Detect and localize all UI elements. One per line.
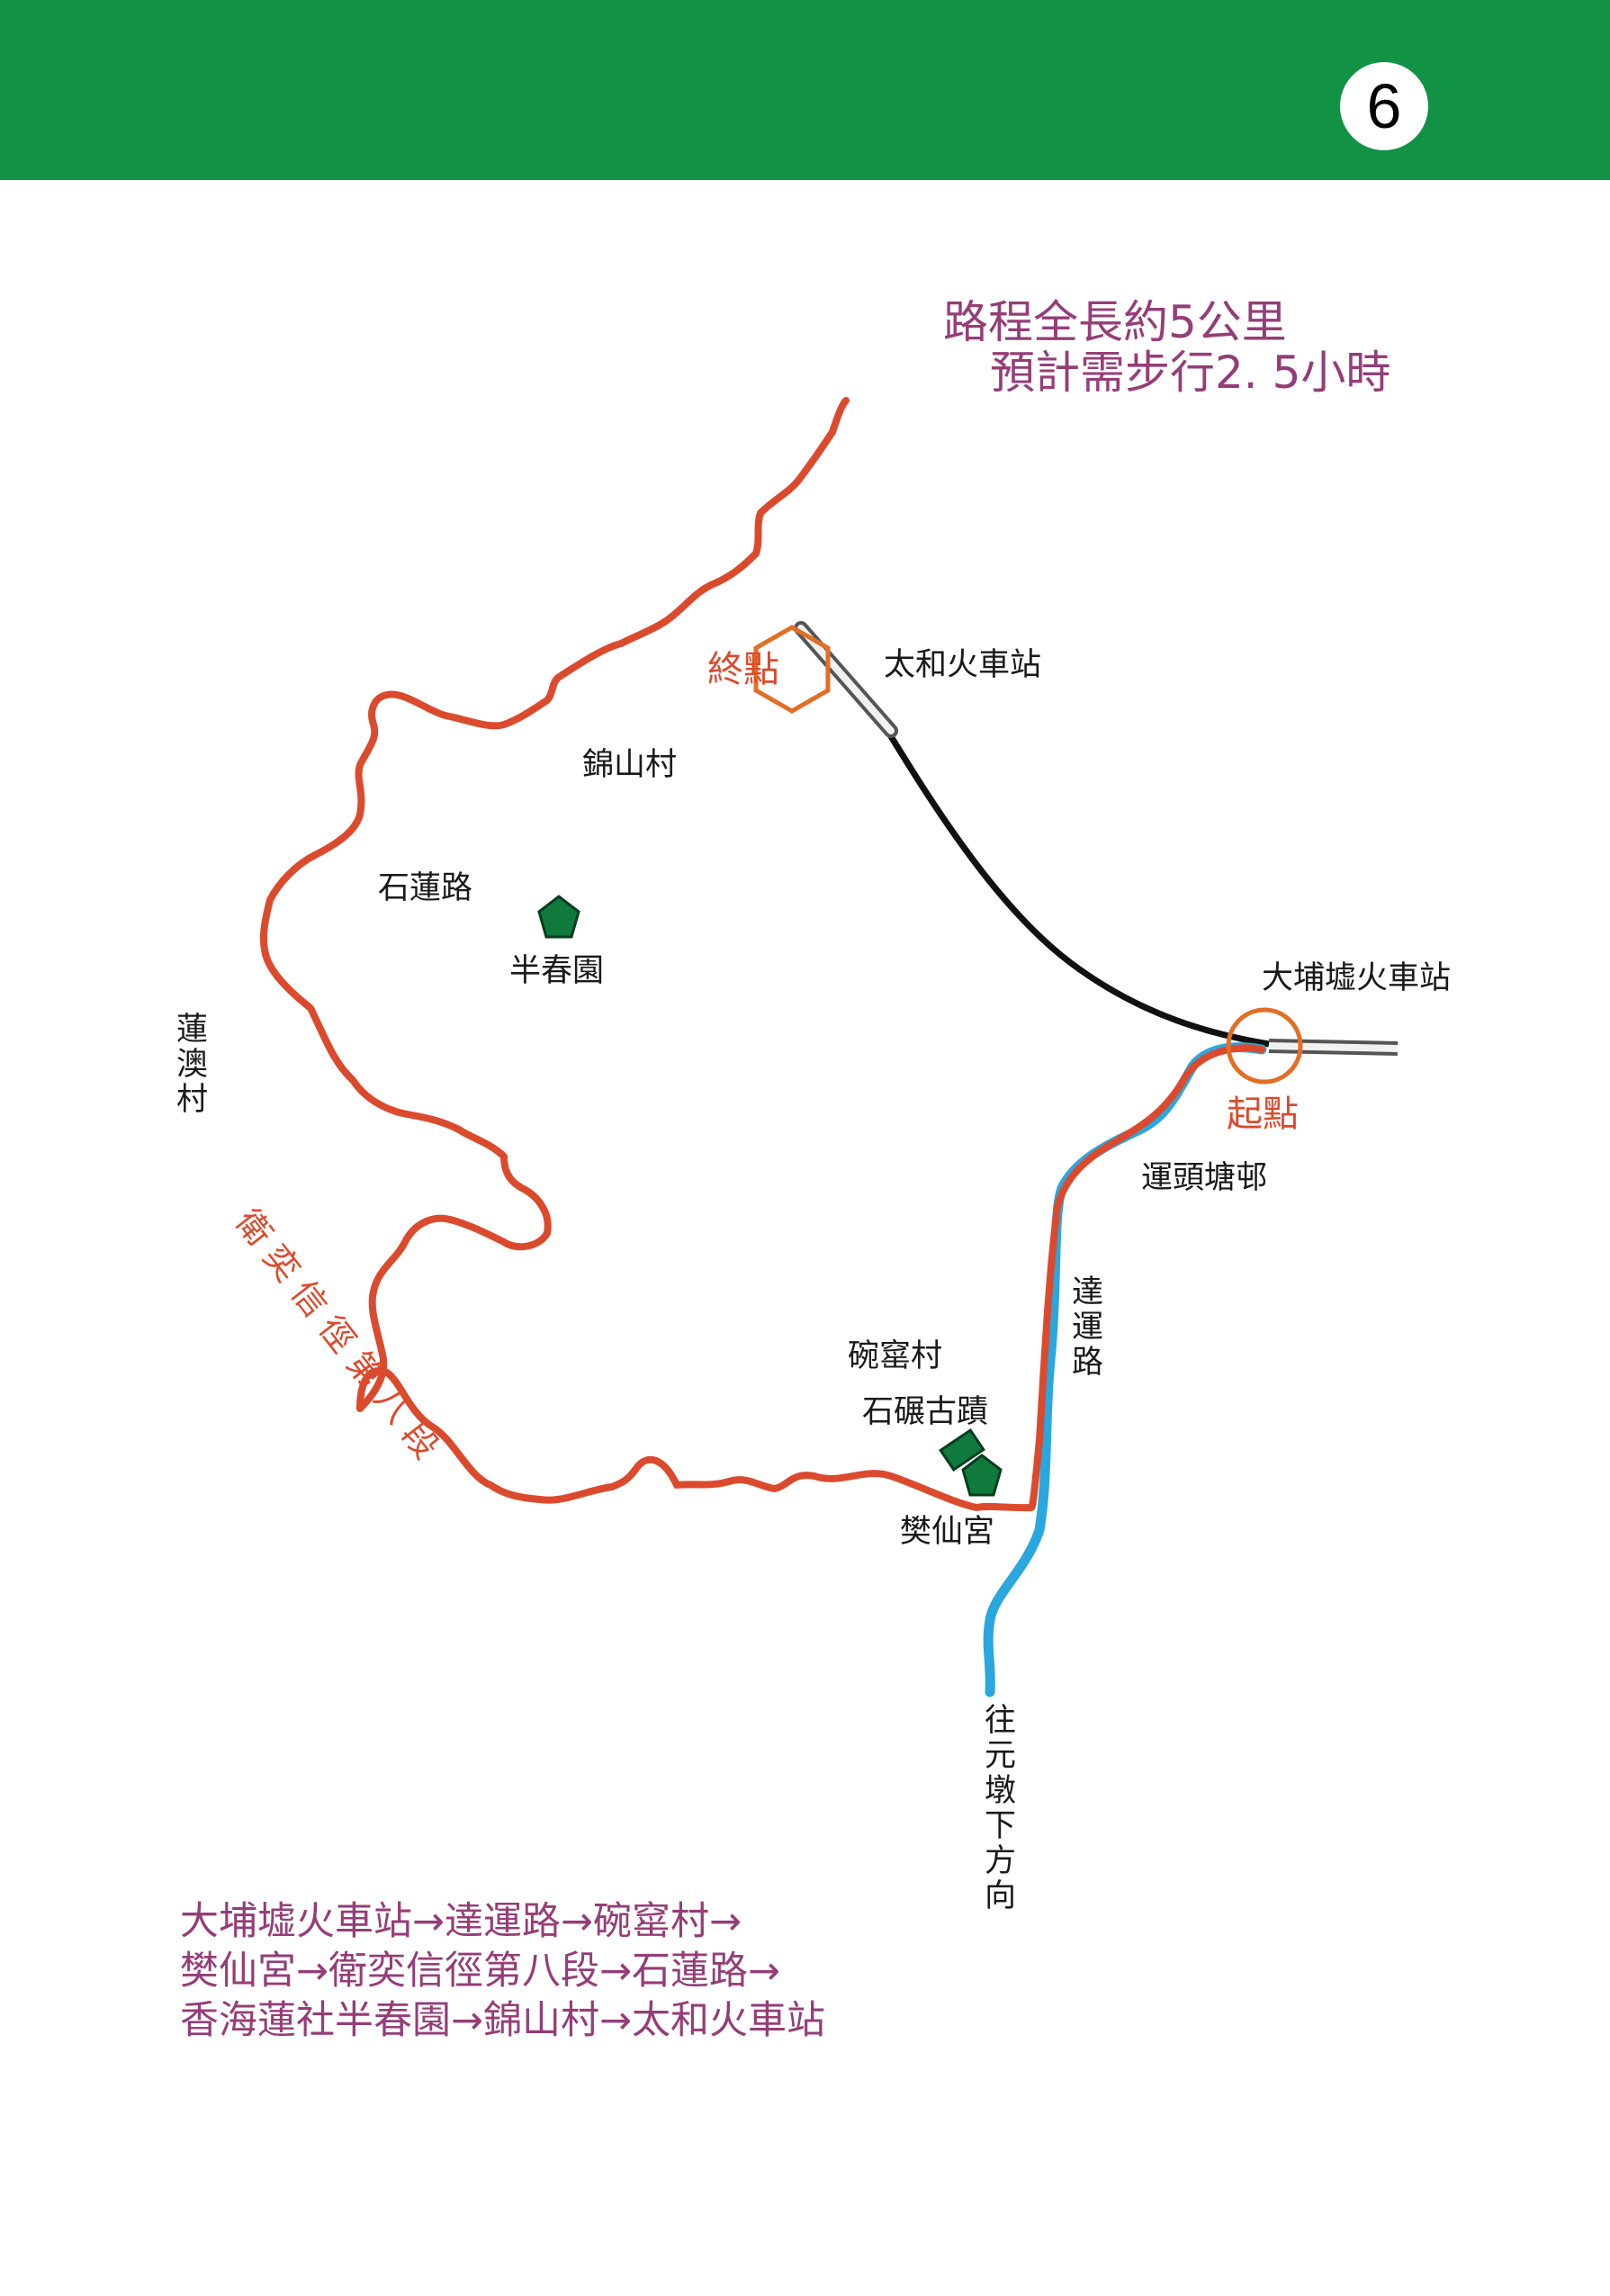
dapuxu-station-label: 大埔墟火車站 [1262, 960, 1452, 996]
shek-lin-road-label: 石蓮路 [378, 870, 473, 906]
bun-chun-yuen-label: 半春園 [509, 953, 605, 989]
route-line-1: 大埔墟火車站→達運路→碗窰村→ [180, 1899, 742, 1944]
route-line-3: 香海蓮社半春園→錦山村→太和火車站 [180, 1998, 826, 2043]
kam-shan-label: 錦山村 [582, 747, 678, 783]
hiking-trail-line [259, 397, 1265, 1512]
fan-sin-temple-label: 樊仙宮 [900, 1514, 995, 1550]
summary-distance: 路程全長約5公里 [943, 296, 1287, 348]
tat-wan-road-line [983, 1042, 1267, 1697]
page-number-badge: 6 [1340, 62, 1428, 150]
start-point-label: 起點 [1227, 1094, 1299, 1135]
railway-line [884, 727, 1270, 1048]
header-bar: 6 [0, 0, 1610, 180]
taihe-station-platform [794, 621, 898, 738]
route-description: 大埔墟火車站→達運路→碗窰村→ 樊仙宮→衛奕信徑第八段→石蓮路→ 香海蓮社半春園… [180, 1897, 825, 2046]
bun-chun-yuen-landmark-icon [537, 895, 580, 939]
direction-label: 往元墩下方向 [979, 1703, 1015, 1913]
fan-sin-temple-landmark-icon [961, 1454, 1003, 1497]
wun-yiu-label: 碗窰村 [848, 1338, 943, 1374]
route-summary: 路程全長約5公里 預計需步行2. 5小時 [943, 297, 1390, 398]
route-line-2: 樊仙宮→衛奕信徑第八段→石蓮路→ [180, 1949, 781, 1994]
kiln-ruins-label: 石碾古蹟 [862, 1394, 989, 1430]
lin-au-label: 蓮澳村 [171, 1012, 207, 1117]
tat-wan-road-label: 達運路 [1066, 1274, 1102, 1380]
end-point-label: 終點 [707, 649, 779, 690]
taihe-station-label: 太和火車站 [884, 647, 1042, 683]
dapuxu-station-platform [1268, 1039, 1399, 1056]
kiln-ruins-landmark-icon [939, 1427, 985, 1472]
end-point-marker [753, 625, 831, 714]
summary-duration: 預計需步行2. 5小時 [990, 347, 1391, 399]
start-point-marker [1226, 1007, 1303, 1085]
wan-tau-tong-label: 運頭塘邨 [1141, 1160, 1268, 1196]
